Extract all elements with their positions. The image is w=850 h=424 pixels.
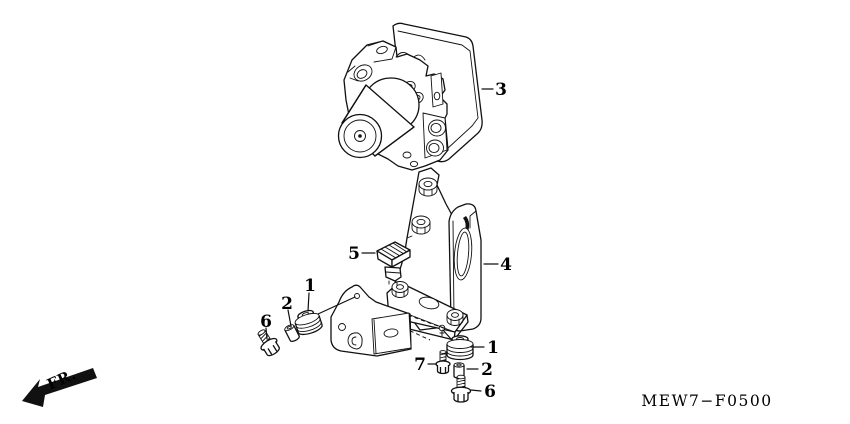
leader-lines xyxy=(265,88,499,392)
grommet-left-drawing xyxy=(294,309,323,336)
callout-2-right: 2 xyxy=(481,360,493,380)
callout-4: 4 xyxy=(500,255,512,275)
fr-direction-arrow: FR. xyxy=(22,365,97,407)
flange-bolt-right-drawing xyxy=(450,374,472,403)
callout-2-left: 2 xyxy=(281,294,293,314)
collar-left-drawing xyxy=(284,324,300,342)
callout-1-left: 1 xyxy=(304,276,316,296)
abs-modulator-drawing xyxy=(337,22,483,171)
weld-nut-base-right xyxy=(446,309,464,326)
connector-cap-drawing xyxy=(376,241,411,286)
callout-6-right: 6 xyxy=(484,382,496,402)
weld-nut-lower xyxy=(411,215,431,235)
callout-3: 3 xyxy=(495,80,507,100)
flange-bolt-left-drawing xyxy=(257,329,280,357)
weld-nut-upper xyxy=(418,177,438,197)
callout-7: 7 xyxy=(414,355,426,375)
sub-bracket-drawing xyxy=(330,284,453,357)
callout-5: 5 xyxy=(348,244,360,264)
part-code: MEW7−F0500 xyxy=(641,392,772,410)
weld-nut-base-left xyxy=(391,281,409,298)
grommet-right-drawing xyxy=(446,335,474,361)
callout-1-right: 1 xyxy=(487,338,499,358)
callout-6-left: 6 xyxy=(260,312,272,332)
